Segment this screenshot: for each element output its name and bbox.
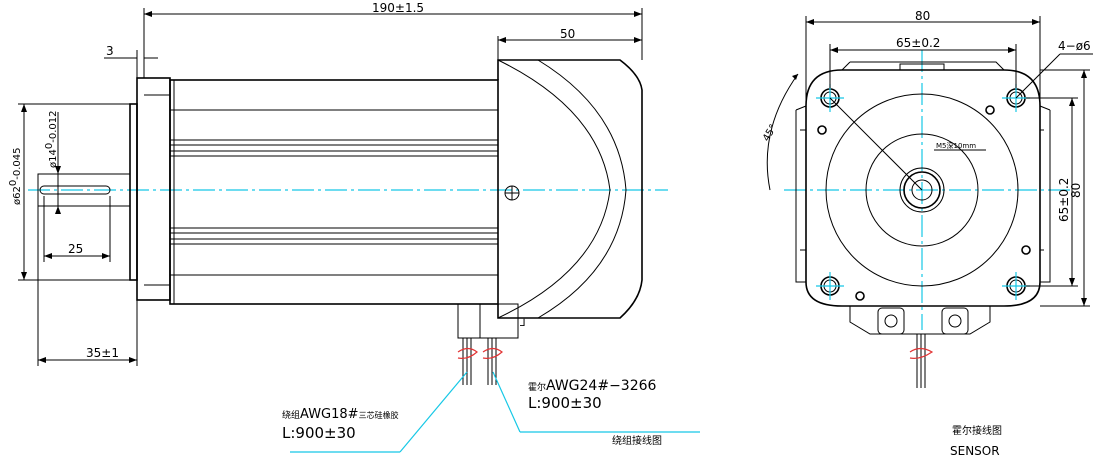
dim-pilot-diameter: ø620-0.045 [8,103,130,281]
cable-glands: ⅃ [457,303,526,339]
connector-bosses [877,307,969,335]
hall-cable-length: L:900±30 [528,394,602,412]
width-label: 80 [915,9,930,23]
shaft-diameter-label: ø140-0.012 [44,111,59,168]
winding-cable-length: L:900±30 [282,424,356,442]
dim-key-length: 25 [43,196,111,262]
winding-cable-note: 绕组AWG18#三芯硅橡胶 L:900±30 [282,407,399,442]
side-view: ⅃ 190±1.5 [8,1,700,453]
hall-cable-note: 霍尔AWG24#−3266 L:900±30 [528,378,657,412]
hall-wiring-title: 霍尔接线图 [952,424,1002,437]
winding-wiring-title: 绕组接线图 [612,434,662,447]
dim-shaft-length: 35±1 [37,206,138,366]
end-cap [497,59,643,319]
angle-label: 45° [761,123,779,144]
dim-shaft-diameter: ø140-0.012 [44,111,61,214]
svg-text:霍尔AWG24#−3266: 霍尔AWG24#−3266 [528,378,657,394]
height-label: 80 [1069,183,1083,198]
flange-thickness-label: 3 [106,44,114,58]
dim-height: 80 [1040,69,1090,307]
hole-callout: 4−ø6 [1015,39,1093,99]
hole-callout-label: 4−ø6 [1058,39,1091,53]
front-view: 45° M5深10mm 80 [761,9,1093,457]
front-rings [825,93,1019,287]
dim-width: 80 [805,9,1041,106]
winding-leader [399,371,468,453]
svg-text:⅃: ⅃ [520,318,526,329]
flange [129,77,171,301]
front-body [795,61,1051,335]
thread-note: M5深10mm [936,141,976,150]
shaft-length-label: 35±1 [86,346,119,360]
bolt-spacing-h-label: 65±0.2 [896,36,940,50]
svg-text:绕组AWG18#三芯硅橡胶: 绕组AWG18#三芯硅橡胶 [282,407,399,422]
dim-flange-thickness: 3 [104,44,158,78]
mounting-holes [817,88,1031,301]
sensor-label: SENSOR [950,444,1000,457]
overall-length-label: 190±1.5 [372,1,424,15]
dim-bolt-spacing-h: 65±0.2 [829,36,1017,88]
shaft [37,173,131,207]
dim-end-cap-length: 50 [497,27,642,60]
key-length-label: 25 [68,242,83,256]
motor-body [169,79,499,305]
angle-arc [766,73,799,191]
sensor-cable [909,334,934,388]
dim-bolt-spacing-v: 65±0.2 [1026,97,1078,287]
dim-overall-length: 190±1.5 [143,1,643,78]
bolt-spacing-v-label: 65±0.2 [1057,178,1071,222]
diagonal-line [829,97,923,191]
pilot-diameter-label: ø620-0.045 [8,148,23,205]
hall-leader [492,371,521,433]
end-cap-length-label: 50 [560,27,575,41]
